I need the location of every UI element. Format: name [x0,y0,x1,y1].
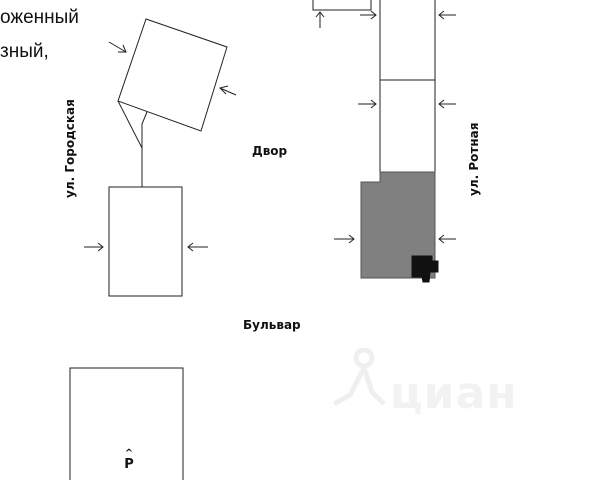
connector-path-2 [141,111,148,187]
arrow-icon [360,10,377,20]
cian-person-icon [332,347,386,407]
arrow-icon [438,10,456,20]
street-label-right: ул. Ротная [467,122,481,196]
arrow-icon [438,99,456,109]
arrow-icon [108,41,127,53]
building-column-middle [379,79,436,173]
buildings-right [312,0,439,283]
street-label-left: ул. Городская [63,99,77,198]
building-column-top [379,0,436,81]
entrance-arrows [84,10,456,252]
intro-text-line-2: зный, [0,41,49,62]
rotated-building [117,18,228,132]
parking-building [69,367,184,480]
small-building-top [312,0,372,11]
target-building [360,171,436,279]
arrow-icon [315,11,325,28]
boulevard-label: Бульвар [243,318,301,332]
arrow-icon [334,234,355,244]
buildings-left [69,18,228,480]
entrance-marker [411,255,439,283]
arrow-icon [187,242,208,252]
arrow-icon [438,234,456,244]
yard-label: Двор [252,144,288,158]
arrow-icon [358,99,377,109]
intro-text-line-1: оженный [0,7,79,28]
parking-icon: ^ P [119,449,139,473]
arrow-icon [84,242,104,252]
connector-path [117,100,143,187]
parking-label: P [124,457,134,472]
watermark-text: циан [390,368,518,419]
arrow-icon [219,85,237,96]
building-left-lower [108,186,183,297]
